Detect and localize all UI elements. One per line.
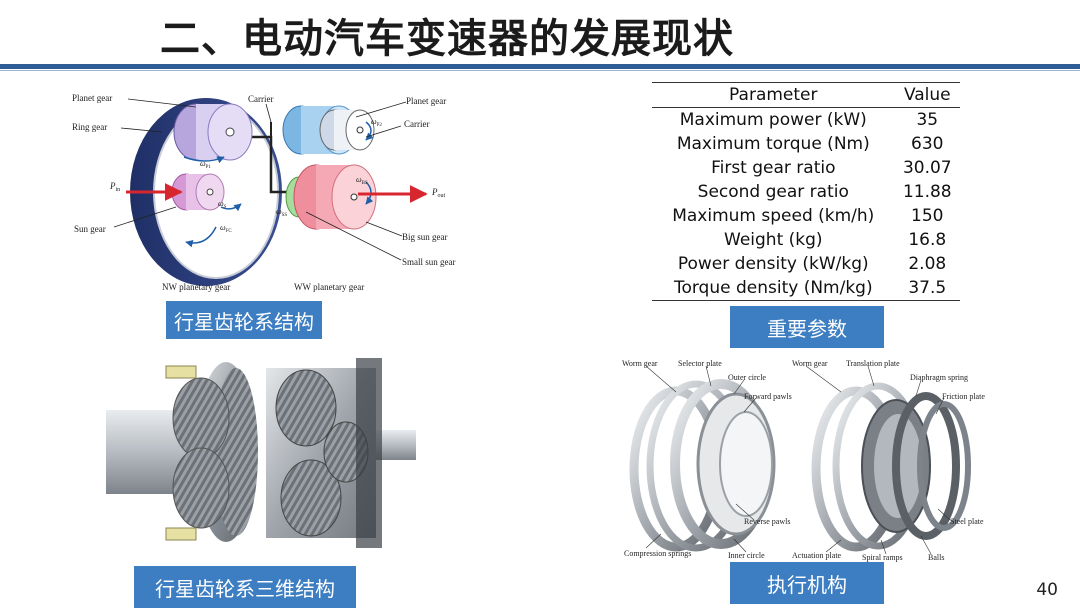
label-w-p2: ωP2 xyxy=(371,117,382,128)
label-steel-plate: Steel plate xyxy=(950,517,984,526)
label-p-in: Pin xyxy=(109,181,120,193)
label-big-sun-gear: Big sun gear xyxy=(402,232,448,242)
actuator-diagram: Worm gear Selector plate Outer circle Fo… xyxy=(622,359,985,562)
label-translation-plate: Translation plate xyxy=(846,359,900,368)
table-row: Maximum power (kW) 35 xyxy=(652,108,960,133)
label-forward-pawls: Forward pawls xyxy=(744,392,792,401)
param-value: 16.8 xyxy=(908,230,947,250)
title-rule xyxy=(0,64,1080,69)
param-name: Maximum power (kW) xyxy=(679,110,867,130)
label-selector-plate: Selector plate xyxy=(678,359,722,368)
param-value: 30.07 xyxy=(902,158,952,178)
param-name: Torque density (Nm/kg) xyxy=(652,276,895,301)
label-friction-plate: Friction plate xyxy=(942,392,985,401)
label-diaphragm-spring: Diaphragm spring xyxy=(910,373,968,382)
label-actuation-plate: Actuation plate xyxy=(792,551,842,560)
param-value: 2.08 xyxy=(908,254,947,274)
param-value: 35 xyxy=(916,110,939,130)
label-w-bs: ωBS xyxy=(356,175,368,186)
slide-title: 二、电动汽车变速器的发展现状 xyxy=(160,16,734,62)
param-name: Maximum speed (km/h) xyxy=(672,206,875,226)
param-name: First gear ratio xyxy=(711,158,836,178)
param-value: 150 xyxy=(911,206,944,226)
table-row: Maximum speed (km/h) 150 xyxy=(652,204,960,228)
table-row: Torque density (Nm/kg)37.5 xyxy=(652,276,960,301)
label-w-s: ωS xyxy=(218,199,227,210)
label-planet-gear-right: Planet gear xyxy=(406,96,446,106)
label-ww-planetary-gear: WW planetary gear xyxy=(294,282,364,292)
param-name: Power density (kW/kg) xyxy=(677,254,869,274)
table-row: Power density (kW/kg) 2.08 xyxy=(652,252,960,276)
caption-actuator: 执行机构 xyxy=(730,562,884,604)
label-nw-planetary-gear: NW planetary gear xyxy=(162,282,230,292)
title-rule-thin xyxy=(0,70,1080,71)
label-sun-gear: Sun gear xyxy=(74,224,106,234)
label-worm-gear-left: Worm gear xyxy=(622,359,658,368)
table-row: Second gear ratio 11.88 xyxy=(652,180,960,204)
label-small-sun-gear: Small sun gear xyxy=(402,257,456,267)
caption-3d-structure: 行星齿轮系三维结构 xyxy=(134,566,356,608)
planetary-gear-diagram: Planet gear Ring gear Carrier Sun gear P… xyxy=(72,93,456,292)
caption-planetary-structure: 行星齿轮系结构 xyxy=(166,301,322,339)
label-ring-gear: Ring gear xyxy=(72,122,107,132)
label-planet-gear-left: Planet gear xyxy=(72,93,112,103)
param-value: 11.88 xyxy=(902,182,952,202)
header-parameter: Parameter xyxy=(652,82,895,108)
label-inner-circle: Inner circle xyxy=(728,551,765,560)
caption-key-parameters: 重要参数 xyxy=(730,306,884,348)
label-balls: Balls xyxy=(928,553,944,562)
page-number: 40 xyxy=(1036,580,1058,600)
param-value: 37.5 xyxy=(894,276,960,301)
label-w-fc: ωFC xyxy=(220,223,232,234)
parameter-table: Parameter Value Maximum power (kW) 35 Max… xyxy=(652,82,960,301)
planetary-3d-render xyxy=(106,348,416,566)
param-name: Weight (kg) xyxy=(724,230,823,250)
param-name: Maximum torque (Nm) xyxy=(676,134,870,154)
table-header-row: Parameter Value xyxy=(652,82,960,108)
label-outer-circle: Outer circle xyxy=(728,373,766,382)
param-name: Second gear ratio xyxy=(697,182,849,202)
table-row: Maximum torque (Nm) 630 xyxy=(652,132,960,156)
table-row: First gear ratio 30.07 xyxy=(652,156,960,180)
label-w-ss: ωSS xyxy=(276,207,287,218)
header-value: Value xyxy=(894,82,960,108)
label-spiral-ramps: Spiral ramps xyxy=(862,553,903,562)
table-row: Weight (kg) 16.8 xyxy=(652,228,960,252)
label-w-p1: ωP1 xyxy=(200,159,211,170)
label-carrier-right: Carrier xyxy=(404,119,429,129)
label-p-out: Pout xyxy=(431,187,446,199)
param-value: 630 xyxy=(911,134,944,154)
label-carrier-left: Carrier xyxy=(248,94,273,104)
label-worm-gear-right: Worm gear xyxy=(792,359,828,368)
label-reverse-pawls: Reverse pawls xyxy=(744,517,790,526)
label-compression-springs: Compression springs xyxy=(624,549,691,558)
